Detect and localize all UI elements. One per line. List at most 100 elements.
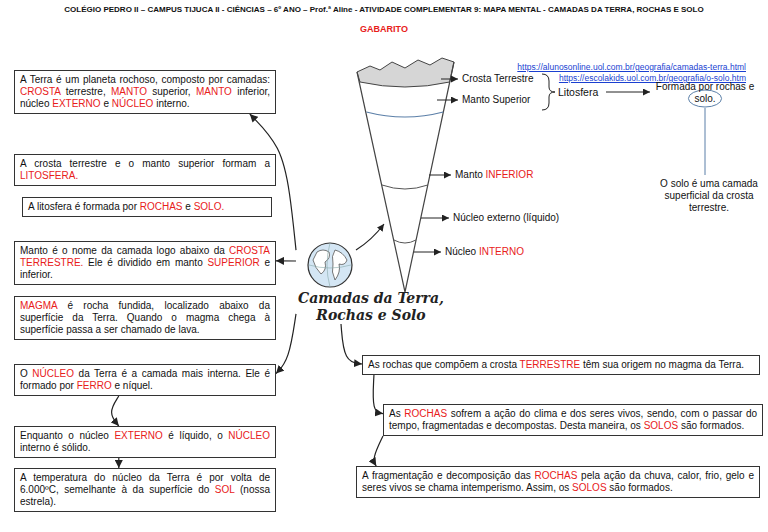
word: à — [121, 484, 132, 495]
word: da — [259, 300, 270, 311]
word: formam — [222, 158, 264, 169]
word: níquel. — [123, 380, 153, 391]
word: ação — [604, 470, 630, 481]
word: sendo, — [647, 408, 681, 419]
leader-arrow — [437, 100, 458, 101]
box-text: As ROCHAS sofrem a ação do clima e dos s… — [389, 408, 757, 432]
word: decomposição — [446, 470, 514, 481]
word: chama — [428, 482, 461, 493]
word: As — [368, 359, 382, 370]
word: ROCHAS — [404, 408, 450, 419]
connector-arrow — [118, 458, 119, 468]
word: é — [121, 368, 131, 379]
word: terrestre — [70, 158, 115, 169]
word: inferior, — [237, 86, 270, 97]
word: rochoso, — [119, 74, 161, 85]
word: Manto — [462, 94, 493, 105]
layer-label: Crosta Terrestre — [462, 73, 534, 85]
word: A — [28, 201, 37, 212]
box-text: As rochas que compõem a crosta TERRESTRE… — [368, 359, 754, 371]
concept-box: Enquanto o núcleo EXTERNO é líquido, o N… — [14, 426, 276, 458]
word: a — [485, 408, 494, 419]
word: das — [515, 470, 535, 481]
word: dos — [570, 408, 590, 419]
word: terrestre. — [689, 202, 729, 213]
box-text: MAGMA é rocha fundida, localizado abaixo… — [20, 300, 270, 336]
box-text: A litosfera é formada por ROCHAS e SOLO. — [28, 201, 266, 213]
globe — [308, 243, 352, 287]
leader-line — [705, 108, 706, 175]
word: os — [559, 482, 572, 493]
word: ROCHAS — [535, 470, 582, 481]
word: externo — [487, 212, 523, 223]
word: chuva, — [644, 470, 677, 481]
word: é — [56, 74, 65, 85]
word: A — [362, 470, 372, 481]
word: lava. — [178, 324, 199, 335]
word: Desta — [560, 420, 589, 431]
word: NÚCLEO — [32, 368, 78, 379]
layer-label: Manto INFERIOR — [455, 169, 533, 181]
word: SUPERIOR — [207, 257, 264, 268]
globe-grid — [309, 243, 351, 287]
word: superfície — [149, 484, 198, 495]
word: (líquido) — [523, 212, 559, 223]
globe-icon — [305, 240, 355, 290]
concept-box: O NÚCLEO da Terra é a camada mais intern… — [14, 364, 276, 396]
word: As — [389, 408, 404, 419]
word: e — [561, 408, 570, 419]
word: semelhante — [64, 484, 121, 495]
word: CROSTA — [20, 86, 66, 97]
word: Ele — [88, 257, 107, 268]
word: interno. — [156, 98, 189, 109]
word: a — [264, 158, 270, 169]
word: da — [629, 470, 644, 481]
word: terrestre, — [66, 86, 111, 97]
word: interna. — [208, 368, 246, 379]
box-text: A Terra é um planeta rochoso, composto p… — [20, 74, 270, 110]
word: rochas — [716, 81, 749, 92]
word: e — [264, 257, 270, 268]
word: temperatura — [33, 472, 94, 483]
connector-arrow — [112, 396, 119, 426]
word: localizado — [164, 300, 219, 311]
word: magma — [669, 359, 705, 370]
connector-arrow — [374, 436, 383, 466]
connector-arrow — [341, 324, 362, 364]
word: Terra — [30, 74, 56, 85]
word: núcleo — [79, 430, 114, 441]
word: o — [217, 430, 228, 441]
word: A — [20, 74, 30, 85]
highlight-ellipse — [688, 90, 721, 107]
concept-box: A crosta terrestre e o manto superior fo… — [14, 154, 276, 186]
word: é — [197, 472, 210, 483]
word: FERRO — [77, 380, 115, 391]
word: SOLOS — [572, 482, 609, 493]
word: da — [705, 359, 719, 370]
word: crosta — [490, 359, 520, 370]
leader-arrow — [606, 92, 650, 93]
word: Rochas — [316, 307, 378, 323]
word: Terra. — [92, 312, 127, 323]
word: é — [107, 257, 117, 268]
word: Manto — [455, 169, 486, 180]
word: superficial — [665, 190, 713, 201]
word: estrela). — [20, 496, 56, 507]
word: abaixo — [219, 300, 259, 311]
word: da — [149, 472, 167, 483]
word: superior, — [152, 86, 196, 97]
word: SOL — [215, 484, 240, 495]
word: magma — [186, 312, 228, 323]
word: (nossa — [240, 484, 270, 495]
word: e — [437, 470, 446, 481]
layer-label: Litosfera — [558, 86, 598, 98]
upper-mantle-line — [366, 112, 443, 117]
word: o — [62, 245, 72, 256]
word: chega — [228, 312, 264, 323]
word: a — [96, 324, 104, 335]
layer-label: Núcleo externo (líquido) — [453, 212, 559, 224]
word: CROSTA — [229, 245, 270, 256]
word: Solo — [392, 307, 426, 323]
word: chamado — [121, 324, 165, 335]
leader-arrow — [421, 218, 449, 219]
